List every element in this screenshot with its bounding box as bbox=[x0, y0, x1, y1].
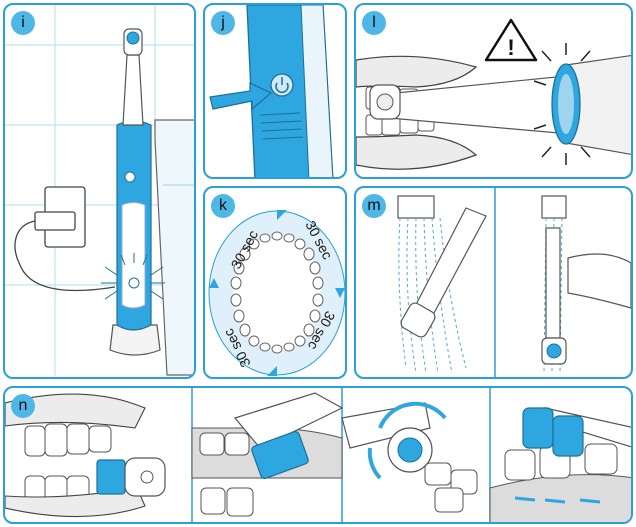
panel-m: m bbox=[354, 186, 633, 379]
brush-head-right bbox=[545, 227, 561, 339]
charging-illustration bbox=[5, 5, 194, 377]
brushing-step-2 bbox=[191, 392, 344, 517]
warning-symbol: ! bbox=[507, 35, 514, 60]
brushing-step-3 bbox=[341, 401, 478, 513]
rinse-illustration bbox=[397, 188, 631, 377]
charger-base bbox=[109, 324, 161, 356]
lower-lip bbox=[356, 134, 478, 170]
charge-indicator-rays bbox=[101, 253, 165, 300]
panel-l: l ! bbox=[354, 3, 633, 179]
panel-j: j bbox=[203, 3, 347, 179]
faucet-right bbox=[541, 195, 567, 219]
faucet-left bbox=[397, 195, 435, 219]
brush-neck bbox=[122, 54, 144, 126]
quadrant-timer-illustration: 30 sec 30 sec 30 sec 30 sec bbox=[208, 210, 345, 376]
power-cord bbox=[14, 220, 116, 292]
press-arrow-icon bbox=[209, 82, 273, 111]
pressure-rays bbox=[533, 43, 591, 165]
flow-arrow-icon bbox=[514, 496, 601, 504]
warning-triangle-icon: ! bbox=[484, 18, 538, 62]
brushing-step-1 bbox=[5, 393, 166, 518]
upper-lip bbox=[356, 55, 478, 88]
pressure-warning-illustration: ! bbox=[356, 18, 631, 170]
panel-i: i bbox=[3, 3, 196, 379]
power-button-icon bbox=[270, 73, 294, 97]
panel-n-badge: n bbox=[11, 394, 35, 418]
glass bbox=[154, 119, 194, 376]
quadrant-markers bbox=[209, 210, 345, 376]
panel-n: n bbox=[3, 386, 633, 524]
rotate-arrow-icon bbox=[378, 401, 447, 429]
bristles bbox=[96, 459, 126, 495]
power-button-illustration bbox=[209, 5, 334, 177]
panel-i-badge: i bbox=[11, 11, 35, 35]
panel-l-badge: l bbox=[362, 11, 386, 35]
brushing-technique-illustration bbox=[5, 388, 631, 522]
panel-k-badge: k bbox=[211, 194, 235, 218]
brushing-step-4 bbox=[489, 407, 631, 522]
panel-k: k 30 sec 30 sec 30 sec 30 sec bbox=[203, 186, 347, 379]
panel-m-badge: m bbox=[362, 194, 386, 218]
panel-j-badge: j bbox=[211, 11, 235, 35]
hand-fingers bbox=[567, 253, 631, 309]
teeth-ring bbox=[230, 231, 324, 354]
plug bbox=[34, 211, 76, 231]
